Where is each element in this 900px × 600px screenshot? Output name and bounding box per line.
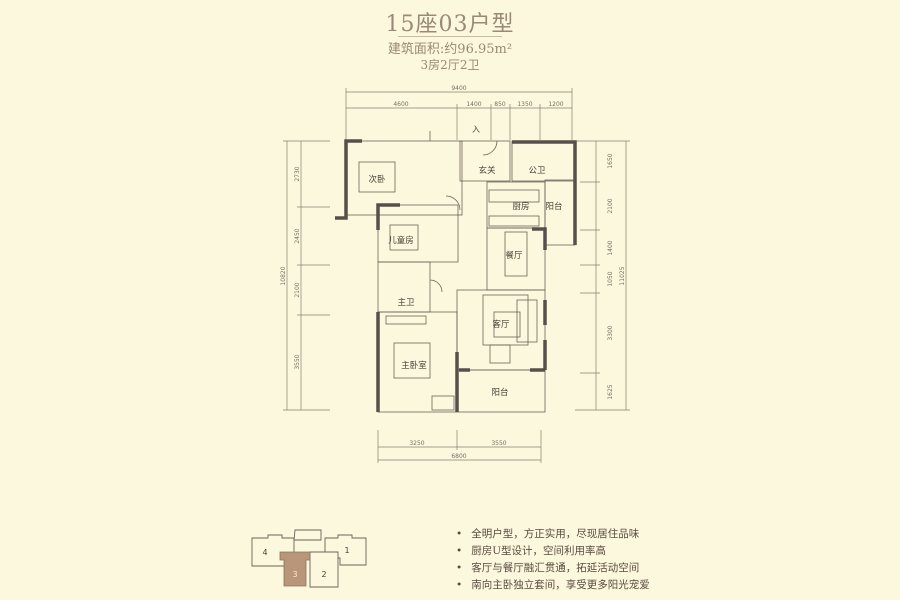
- dim-top-4: 1350: [517, 101, 532, 108]
- room-foyer: 玄关: [478, 165, 496, 176]
- room-kids-room: 儿童房: [388, 235, 414, 246]
- feature-list: 全明户型，方正实用，尽现居住品味 厨房U型设计，空间利用率高 客厅与餐厅融汇贯通…: [456, 526, 650, 594]
- dim-top-1: 4600: [393, 101, 408, 108]
- feature-item: 全明户型，方正实用，尽现居住品味: [456, 526, 650, 543]
- key-label-1: 1: [344, 546, 349, 555]
- dim-right-4: 1050: [607, 271, 614, 286]
- dim-left-2: 2450: [294, 228, 301, 243]
- room-public-bath: 公卫: [528, 166, 546, 176]
- entrance-marker: 入: [472, 125, 480, 134]
- key-plan: 4 3 2 1: [251, 529, 367, 588]
- dim-left-total: 10820: [280, 266, 287, 285]
- feature-item: 厨房U型设计，空间利用率高: [456, 543, 650, 560]
- room-balcony: 阳台: [491, 387, 508, 398]
- feature-item: 南向主卧独立套间，享受更多阳光宠爱: [456, 577, 650, 594]
- dim-top-total: 9400: [451, 85, 466, 92]
- room-dining: 餐厅: [505, 251, 523, 261]
- dim-right-6: 1625: [607, 384, 614, 399]
- dim-top-2: 1400: [466, 101, 481, 108]
- floor-area: 建筑面积:约96.95m²: [387, 42, 513, 57]
- feature-item: 客厅与餐厅融汇贯通，拓延活动空间: [456, 560, 650, 577]
- dimension-labels: 9400 4600 1400 850 1350 1200 10820 2730 …: [280, 85, 626, 460]
- dim-right-1: 1650: [607, 153, 614, 168]
- dim-left-4: 3550: [294, 354, 301, 369]
- title-divider: [398, 36, 502, 37]
- dim-bottom-1: 3250: [409, 440, 424, 447]
- key-label-4: 4: [262, 548, 267, 557]
- dim-bottom-total: 6800: [451, 453, 466, 460]
- key-label-3: 3: [292, 570, 297, 579]
- dim-top-5: 1200: [548, 101, 563, 108]
- dim-left-3: 2100: [294, 282, 301, 297]
- dimension-lines: [283, 88, 630, 463]
- key-unit-3-highlight: [279, 551, 311, 587]
- room-labels: 入 次卧 儿童房 主卫 主卧室 玄关 公卫 厨房 阳台 餐厅 客厅 阳台: [368, 125, 562, 398]
- room-layout: 3房2厅2卫: [420, 58, 480, 72]
- dim-right-5: 3300: [607, 325, 614, 340]
- dim-top-3: 850: [494, 101, 506, 108]
- dim-left-1: 2730: [294, 166, 301, 181]
- room-living: 客厅: [492, 319, 510, 330]
- room-service-balcony: 阳台: [545, 201, 562, 212]
- room-master-bath: 主卫: [397, 297, 415, 308]
- dim-right-total: 11025: [619, 266, 626, 285]
- room-master-bedroom: 主卧室: [401, 360, 427, 371]
- walls: [335, 139, 577, 412]
- plan-title: 15座03户型: [385, 12, 515, 37]
- dim-right-2: 2100: [607, 198, 614, 213]
- dim-right-3: 1400: [607, 240, 614, 255]
- key-unit-2: [309, 551, 339, 588]
- dim-bottom-2: 3550: [491, 440, 506, 447]
- room-kitchen: 厨房: [512, 201, 529, 212]
- room-second-bedroom: 次卧: [368, 174, 386, 185]
- key-label-2: 2: [321, 570, 326, 579]
